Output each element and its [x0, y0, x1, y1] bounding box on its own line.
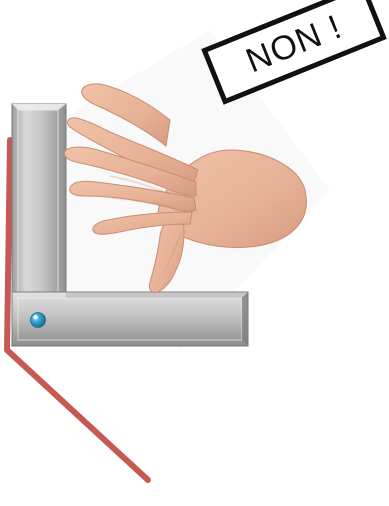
blue-bead-icon: [31, 313, 46, 328]
